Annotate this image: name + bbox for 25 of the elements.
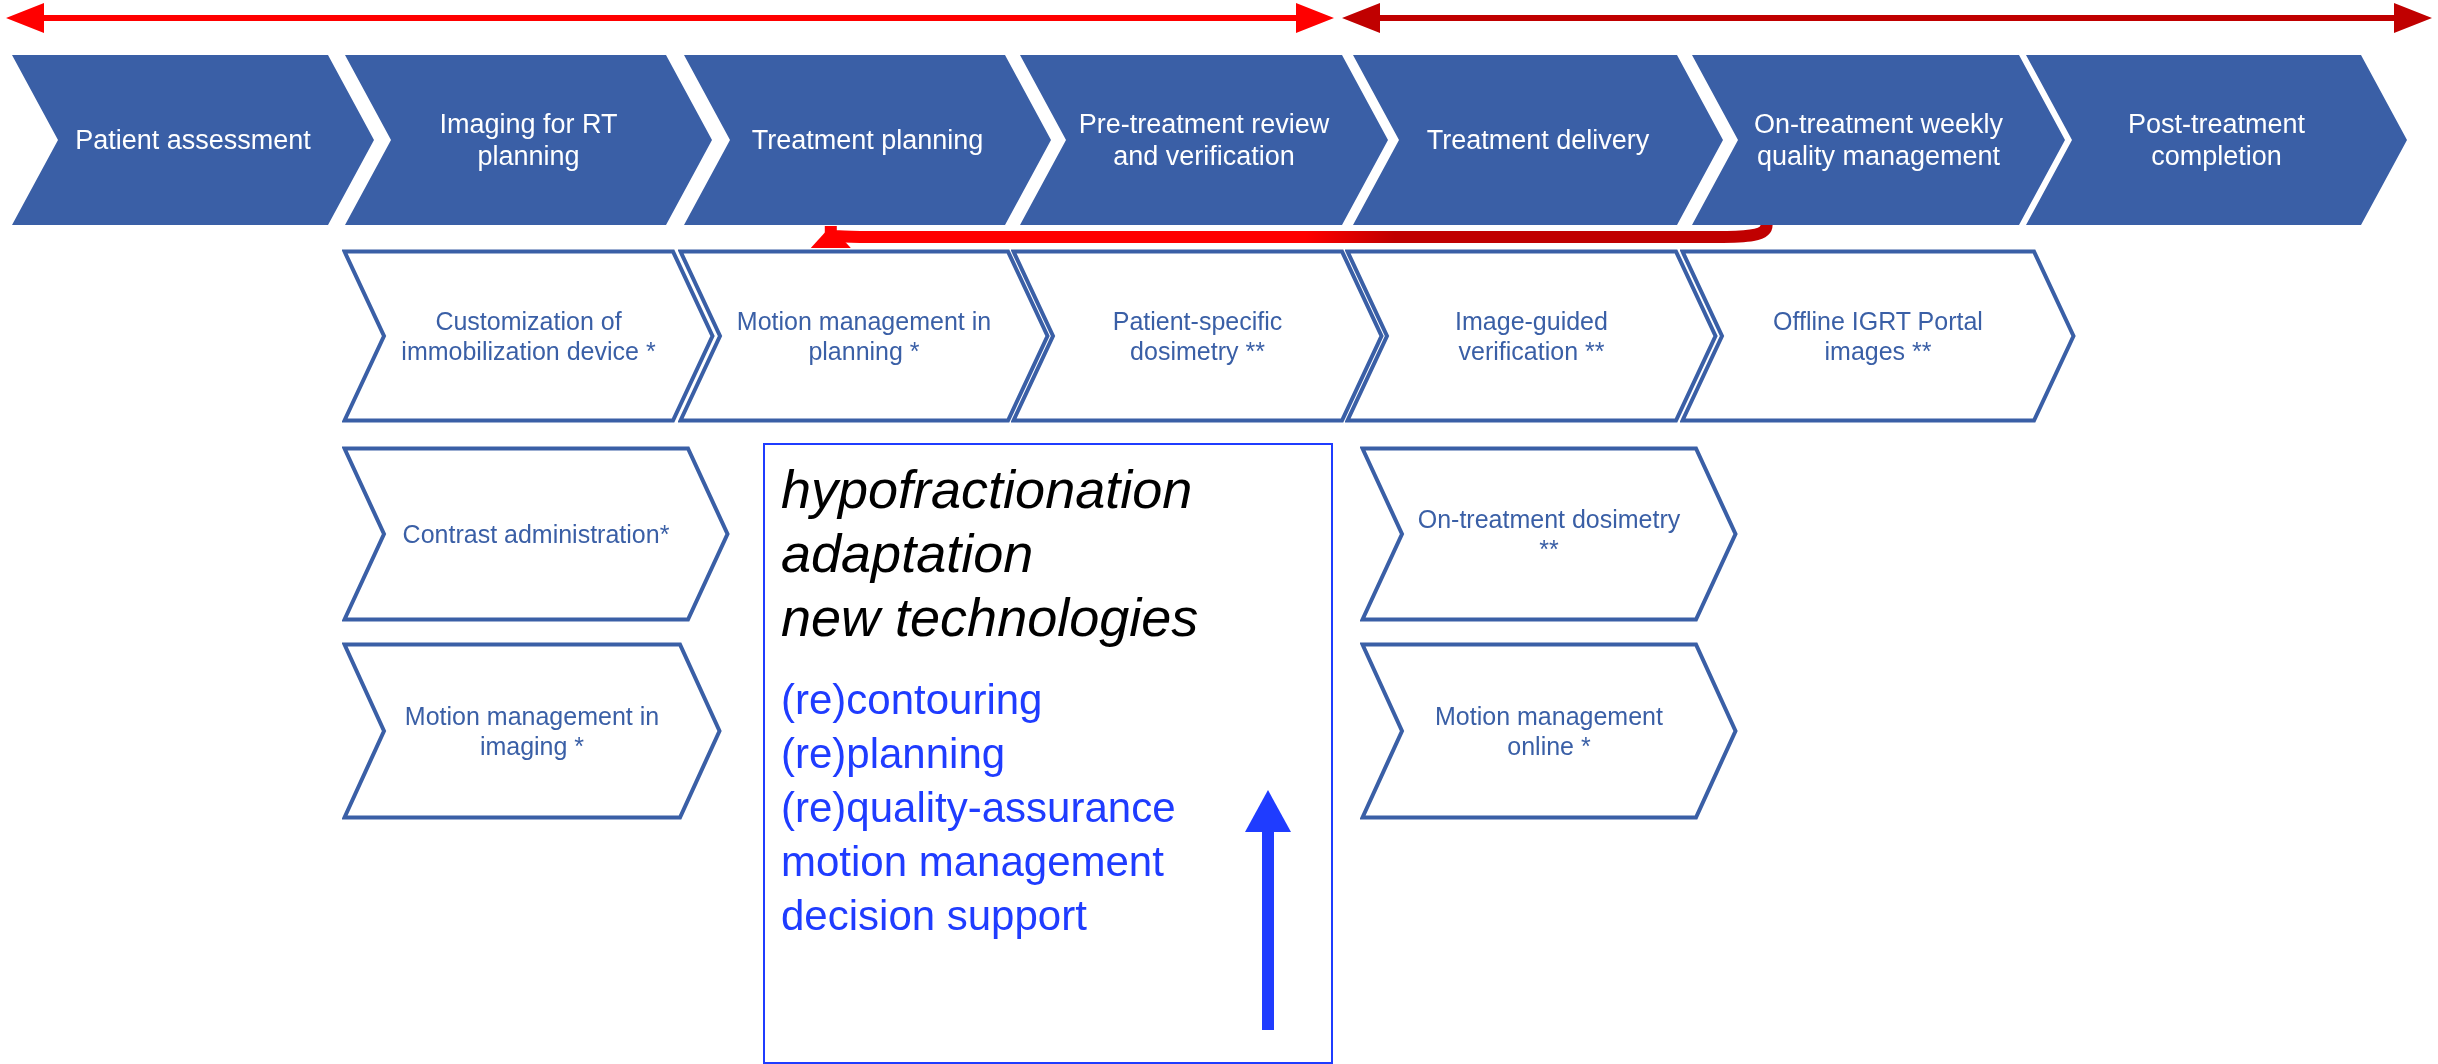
step-label: Customization of immobilization device * [400, 306, 657, 366]
step-label: Image-guided verification ** [1454, 306, 1609, 366]
task-item: (re)planning [781, 729, 1007, 779]
step-label: Treatment planning [751, 124, 984, 156]
step-label: On-treatment dosimetry ** [1416, 504, 1682, 564]
task-item: motion management [781, 837, 1165, 887]
step-label: Motion management in planning * [735, 306, 993, 366]
step-label: Treatment delivery [1426, 124, 1650, 156]
step-label: Offline IGRT Portal images ** [1772, 306, 1984, 366]
step-label: Patient-specific dosimetry ** [1111, 306, 1284, 366]
topic-item: adaptation [781, 522, 1035, 585]
topic-item: hypofractionation [781, 458, 1194, 521]
task-item: decision support [781, 891, 1088, 941]
text-panel [763, 443, 1333, 1064]
task-item: (re)contouring [781, 675, 1044, 725]
step-label: Motion management in imaging * [403, 701, 661, 761]
step-label: Patient assessment [75, 124, 311, 156]
step-label: On-treatment weekly quality management [1752, 108, 2005, 172]
step-label: Pre-treatment review and verification [1077, 108, 1331, 172]
step-label: Imaging for RT planning [438, 108, 619, 172]
step-label: Contrast administration* [402, 519, 670, 549]
step-label: Motion management online * [1434, 701, 1664, 761]
step-label: Post-treatment completion [2126, 108, 2307, 172]
task-item: (re)quality-assurance [781, 783, 1177, 833]
topic-item: new technologies [781, 586, 1200, 649]
